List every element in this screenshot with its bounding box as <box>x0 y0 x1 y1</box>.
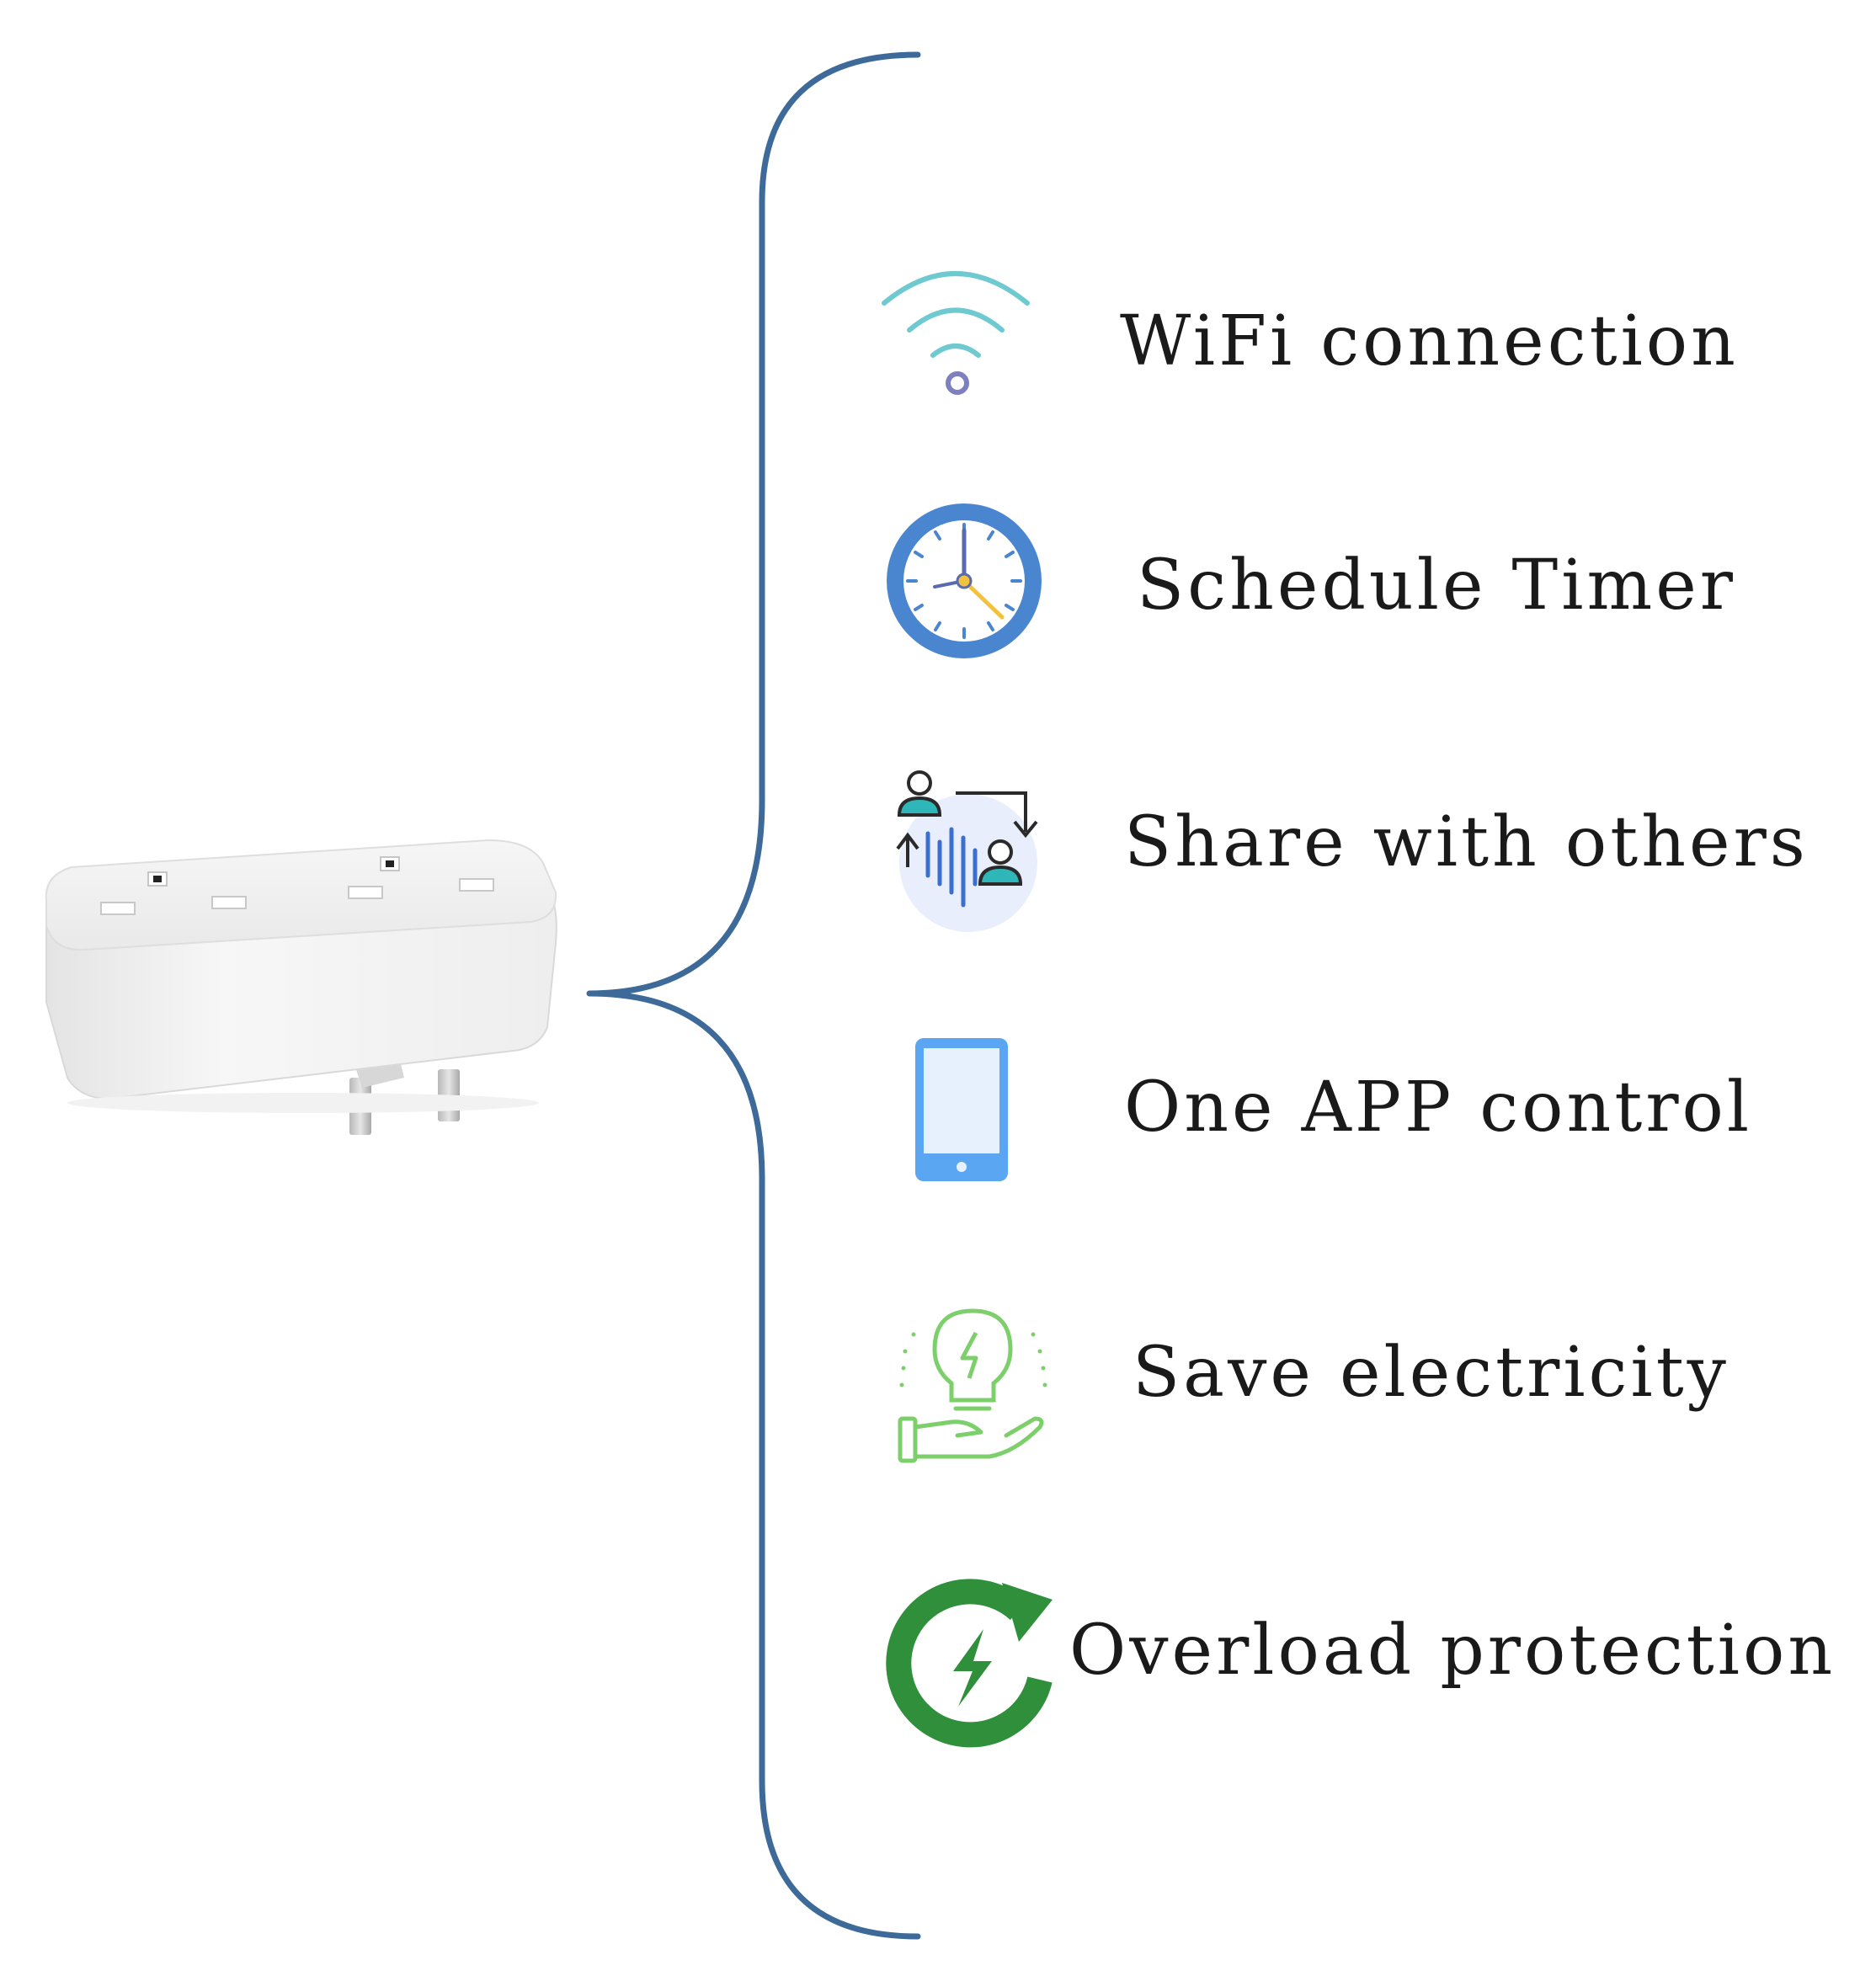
feature-label-share: Share with others <box>1124 802 1809 882</box>
clock-icon <box>887 503 1042 658</box>
feature-label-save: Save electricity <box>1133 1333 1729 1413</box>
wifi-icon <box>882 271 1030 395</box>
feature-label-wifi: WiFi connection <box>1120 301 1739 381</box>
feature-brace <box>586 51 921 1940</box>
feature-label-schedule: Schedule Timer <box>1137 546 1736 626</box>
feature-label-overload: Overload protection <box>1069 1611 1836 1691</box>
feature-label-app: One APP control <box>1124 1068 1753 1148</box>
smartphone-icon <box>915 1038 1008 1181</box>
smart-plug-image <box>45 839 557 1135</box>
share-users-icon <box>896 770 1038 932</box>
lightbulb-hand-icon <box>898 1308 1047 1463</box>
power-refresh-icon <box>886 1579 1053 1748</box>
